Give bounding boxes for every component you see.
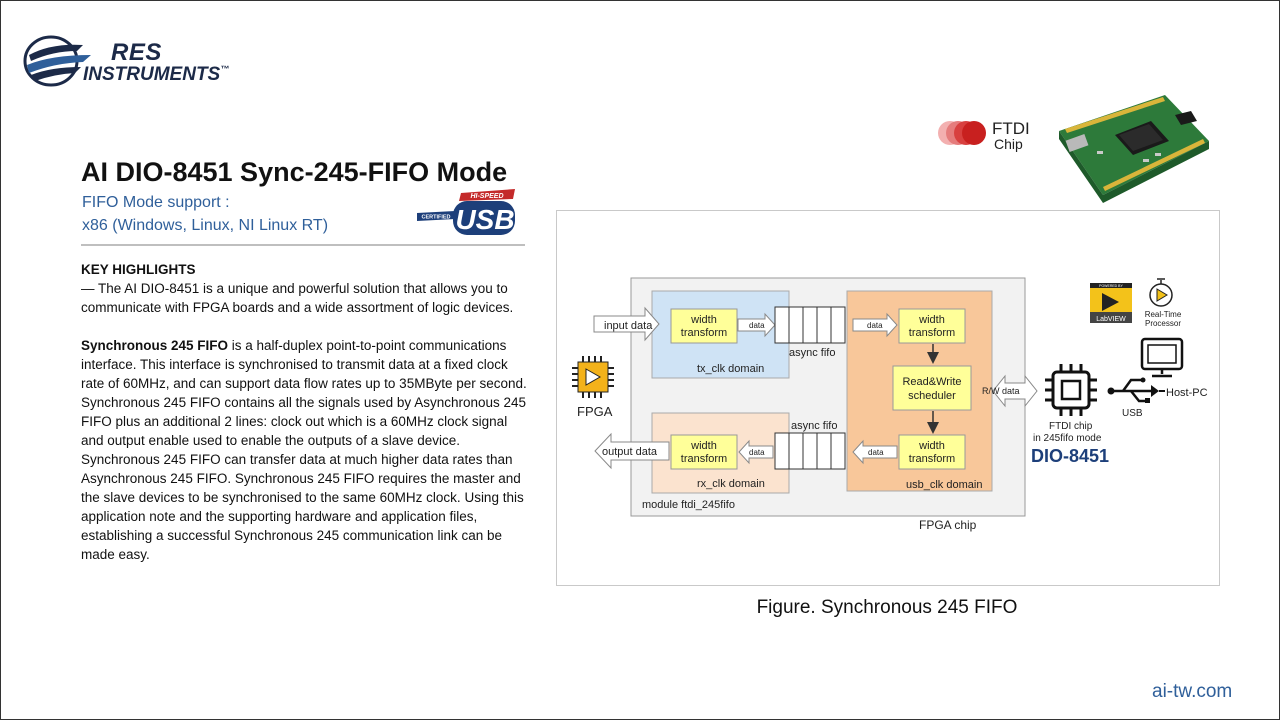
ftdi-logo-text: FTDI [992,119,1030,138]
usb-out-data-arrow [852,439,898,465]
footer-website-link[interactable]: ai-tw.com [1152,681,1233,702]
ftdi-chip-label-line1: FTDI chip [1049,421,1093,432]
usb-out-data-label: data [868,448,884,457]
rx-transform-line2: transform [681,453,727,465]
ares-instruments-logo: RES INSTRUMENTS™ [21,31,261,91]
key-highlights-heading: KEY HIGHLIGHTS [81,262,196,277]
host-pc-monitor-icon [1140,337,1184,378]
ftdi-chip-label-line2: in 245fifo mode [1033,433,1102,444]
sync-fifo-diagram: module ftdi_245fifo FPGA chip tx_clk dom… [556,210,1220,586]
sync-fifo-term: Synchronous 245 FIFO [81,338,229,353]
page-title: AI DIO-8451 Sync-245-FIFO Mode [81,157,508,187]
output-data-label: output data [602,446,658,458]
ftdi-logo-subtext: Chip [994,136,1023,152]
tx-clk-domain-label: tx_clk domain [697,363,764,375]
scheduler-line1: Read&Write [902,376,961,388]
tx-width-transform-box [670,308,738,344]
input-data-label: input data [604,320,653,332]
fpga-chip-label: FPGA chip [919,518,977,532]
usb-in-data-arrow [852,312,898,338]
real-time-processor-icon [1149,278,1173,307]
usb-badge-main: USB [455,204,514,235]
labview-badge-text: LabVIEW [1096,316,1126,323]
ftdi-chip-icon [1045,364,1097,416]
key-highlights-section: KEY HIGHLIGHTS — The AI DIO-8451 is a uni… [81,260,533,564]
key-highlights-intro: — The AI DIO-8451 is a unique and powerf… [81,281,514,315]
scheduler-line2: scheduler [908,390,956,402]
usb-transform-bottom-line1: width [918,440,945,452]
sync-fifo-description: is a half-duplex point-to-point communic… [81,338,527,562]
usb-symbol-dot [1107,387,1115,395]
dio-8451-label: DIO-8451 [1031,446,1109,466]
rx-transform-line1: width [690,440,717,452]
rw-data-label: R/W data [982,386,1020,396]
fpga-label: FPGA [577,404,613,419]
usb-transform-bottom-line2: transform [909,453,955,465]
fifo-support-platforms: x86 (Windows, Linux, NI Linux RT) [82,217,329,234]
labview-badge-top: POWERED BY [1099,284,1123,288]
usb-transform-top-line1: width [918,314,945,326]
tx-data-label: data [749,321,765,330]
usb-symbol-icon [1113,378,1153,403]
module-label: module ftdi_245fifo [642,499,735,511]
host-pc-label: Host-PC [1166,387,1208,399]
rx-clk-domain-label: rx_clk domain [697,478,765,490]
hi-speed-usb-logo: HI-SPEED CERTIFIED USB [417,189,515,235]
labview-badge-icon: POWERED BY LabVIEW [1090,283,1132,323]
rx-data-arrow [738,439,774,465]
real-time-label-line2: Processor [1145,319,1181,328]
title-divider [81,244,525,246]
usb-badge-side: CERTIFIED [421,215,450,221]
figure-caption: Figure. Synchronous 245 FIFO [756,597,1018,618]
rw-data-arrow [992,374,1038,408]
tx-transform-line2: transform [681,327,727,339]
fpga-chip-icon [572,356,614,398]
ftdi-chip-logo: FTDI Chip [938,119,1030,152]
read-write-scheduler-box [892,365,972,411]
usb-symbol-arrowhead [1151,385,1159,397]
rx-async-fifo-label: async fifo [791,420,837,432]
rx-width-transform-box [670,434,738,470]
usb-label: USB [1122,408,1143,419]
output-data-arrow [594,432,670,470]
usb-width-transform-top-box [898,308,966,344]
tx-async-fifo-register [774,306,846,344]
trademark-mark: ™ [220,64,230,74]
diagram-canvas: module ftdi_245fifo FPGA chip tx_clk dom… [572,277,1208,532]
tx-async-fifo-label: async fifo [789,347,835,359]
usb-transform-top-line2: transform [909,327,955,339]
logo-text-ares: RES [111,39,162,66]
dio-8451-board-image [1059,95,1209,203]
tx-transform-line1: width [690,314,717,326]
usb-in-data-label: data [867,321,883,330]
fifo-support-label: FIFO Mode support : [82,194,230,211]
rx-async-fifo-register [774,432,846,470]
input-data-arrow [593,306,660,342]
usb-width-transform-bottom-box [898,434,966,470]
real-time-play-icon [1156,288,1168,302]
real-time-label-line1: Real-Time [1145,310,1182,319]
logo-text-instruments: INSTRUMENTS™ [83,64,230,85]
rx-data-label: data [749,448,765,457]
usb-clk-domain-label: usb_clk domain [906,479,982,491]
usb-badge-top: HI-SPEED [470,193,503,200]
tx-data-arrow [737,312,776,338]
ares-globe-icon [23,35,91,87]
